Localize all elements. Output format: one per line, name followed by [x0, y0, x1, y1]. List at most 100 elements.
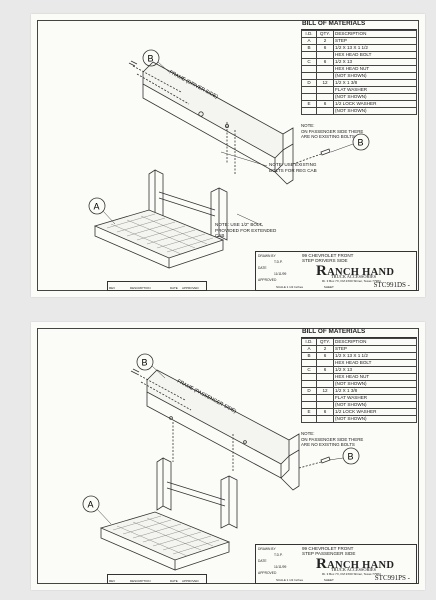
bom-col-description: DESCRIPTION — [333, 30, 417, 39]
bom-cell-qty — [316, 401, 334, 410]
bom-cell-qty: 2 — [316, 37, 334, 46]
bom-cell-description: (NOT SHOWN) — [333, 401, 417, 410]
rev-date-label: DATE — [170, 286, 178, 290]
bom-cell-id: D — [301, 387, 317, 396]
date-label: DATE — [258, 266, 267, 270]
bom-cell-description: (NOT SHOWN) — [333, 72, 417, 81]
drawing-number: STC991DS - — [374, 281, 410, 289]
revision-mark: - — [407, 574, 410, 582]
bom-cell-qty: 2 — [316, 345, 334, 354]
date-value: 11/11/99 — [274, 272, 287, 276]
bom-title: BILL OF MATERIALS — [301, 20, 417, 31]
title-block: DRAWN BY T.D.P. DATE 11/11/99 APPROVED 9… — [255, 251, 417, 291]
scale-label: SCALE 1 1/2 Inches — [276, 285, 304, 289]
bom-row: FLAT WASHER — [301, 86, 417, 95]
drawn-by-label: DRAWN BY — [258, 547, 276, 551]
bom-cell-description: (NOT SHOWN) — [333, 93, 417, 102]
bom-col-description: DESCRIPTION — [333, 338, 417, 347]
drawing-sheet-driver: FRAME (DRIVER SIDE) B B A NOTE: USE EXIS… — [31, 14, 425, 297]
bom-row: (NOT SHOWN) — [301, 415, 417, 424]
drawing-sheet-passenger: FRAME (PASSENGER SIDE) B B A BILL OF MAT… — [31, 322, 425, 590]
drawing-title: 99 CHEVROLET FRONT STEP PASSENGER SIDE — [302, 546, 412, 557]
bom-title: BILL OF MATERIALS — [301, 328, 417, 339]
rev-label: REV — [109, 286, 116, 290]
sheet-label: SHEET — [323, 285, 334, 289]
bom-cell-id — [301, 72, 317, 81]
bom-cell-id: C — [301, 58, 317, 67]
note-extended-cab: NOTE: USE 1/2" BOLT PROVIDED FOR EXTENDE… — [215, 222, 277, 239]
bom-note: NOTE: ON PASSENGER SIDE THERE ARE NO EXI… — [301, 123, 364, 140]
sheet-label: SHEET — [323, 578, 334, 582]
logo-wordmark: ANCH HAND — [327, 267, 395, 278]
bom-cell-description: 1/2 X 13 — [333, 58, 417, 67]
bom-cell-description: HEX HEAD BOLT — [333, 51, 417, 60]
date-value: 11/11/99 — [274, 565, 287, 569]
callout-b-right: B — [348, 452, 354, 462]
bom-col-qty: QTY. — [316, 30, 334, 39]
bom-cell-qty: 12 — [316, 79, 334, 88]
bom-cell-id: B — [301, 44, 317, 53]
rev-description-label: DESCRIPTION — [130, 579, 151, 583]
bom-cell-qty — [316, 86, 334, 95]
bom-cell-description: (NOT SHOWN) — [333, 107, 417, 116]
title-block: DRAWN BY T.D.P. DATE 11/11/99 APPROVED 9… — [255, 544, 417, 584]
bom-cell-description: HEX HEAD NUT — [333, 65, 417, 74]
bom-header-row: I.D. QTY. DESCRIPTION — [301, 338, 417, 347]
bom-col-id: I.D. — [301, 338, 317, 347]
note-existing-bolts: NOTE: USE EXISTING BOLTS FOR REG CAB — [269, 162, 317, 173]
bom-cell-id — [301, 107, 317, 116]
drawing-title-line2: STEP PASSENGER SIDE — [302, 551, 356, 557]
bom-row: (NOT SHOWN) — [301, 93, 417, 102]
bom-col-qty: QTY. — [316, 338, 334, 347]
step-assembly-drawing-passenger: FRAME (PASSENGER SIDE) B B A — [82, 353, 360, 571]
scale-label: SCALE 1 1/2 Inches — [276, 578, 304, 582]
bom-cell-qty: 12 — [316, 387, 334, 396]
bom-row: HEX HEAD BOLT — [301, 51, 417, 60]
bom-cell-qty: 6 — [316, 44, 334, 53]
drawing-title-line1: 99 CHEVROLET FRONT — [302, 253, 354, 258]
bom-cell-id: B — [301, 352, 317, 361]
rev-date-label: DATE — [170, 579, 178, 583]
approved-label: APPROVED — [258, 571, 277, 575]
rev-label: REV — [109, 579, 116, 583]
callout-b-upper: B — [142, 358, 148, 368]
company-address: Rt. 3 Box 7X, FM 2X00 Shiner, Texas 7798… — [322, 572, 381, 576]
bom-col-id: I.D. — [301, 30, 317, 39]
bom-cell-id — [301, 415, 317, 424]
bom-cell-id — [301, 394, 317, 403]
logo-wordmark: ANCH HAND — [327, 560, 395, 571]
sheet-border — [37, 328, 419, 584]
bom-cell-description: (NOT SHOWN) — [333, 415, 417, 424]
bom-note: NOTE: ON PASSENGER SIDE THERE ARE NO EXI… — [301, 431, 364, 448]
callout-a: A — [88, 500, 94, 510]
logo-subtitle: TRUCK ACCESSORIES — [331, 567, 377, 572]
drawing-number: STC991PS - — [375, 574, 410, 582]
bom-cell-description: FLAT WASHER — [333, 394, 417, 403]
bom-cell-id — [301, 373, 317, 382]
bom-cell-description: 1/2 X 13 X 1 1/2 — [333, 352, 417, 361]
bom-cell-description: HEX HEAD NUT — [333, 373, 417, 382]
bom-cell-qty: 6 — [316, 408, 334, 417]
bom-cell-qty: 6 — [316, 100, 334, 109]
bom-cell-id: C — [301, 366, 317, 375]
revision-mark: - — [407, 281, 410, 289]
bom-row: (NOT SHOWN) — [301, 107, 417, 116]
drawn-by-value: T.D.P. — [274, 553, 283, 557]
drawing-title: 99 CHEVROLET FRONT STEP DRIVERS SIDE — [302, 253, 412, 264]
rev-approved-label: APPROVED — [182, 286, 199, 290]
approved-label: APPROVED — [258, 278, 277, 282]
bill-of-materials: BILL OF MATERIALS I.D. QTY. DESCRIPTION … — [301, 20, 417, 140]
bill-of-materials: BILL OF MATERIALS I.D. QTY. DESCRIPTION … — [301, 328, 417, 448]
scale-sheet: SCALE 1 1/2 Inches SHEET — [276, 285, 334, 289]
rev-description-label: DESCRIPTION — [130, 286, 151, 290]
logo-subtitle: TRUCK ACCESSORIES — [331, 274, 377, 279]
bom-row: HEX HEAD NUT — [301, 373, 417, 382]
bom-header-row: I.D. QTY. DESCRIPTION — [301, 30, 417, 39]
